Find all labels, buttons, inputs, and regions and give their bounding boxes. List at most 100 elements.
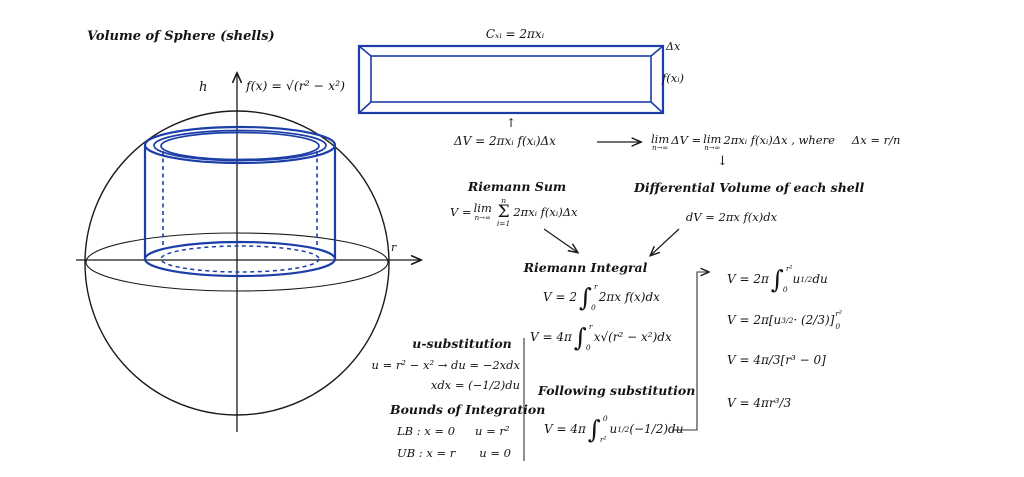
integral-icon: ∫ (770, 264, 784, 294)
box-bevel-top-left (358, 45, 372, 57)
arrow-differential-to-integral (651, 228, 680, 255)
differential-volume-heading: Differential Volume of each shell (634, 180, 865, 195)
evaluation-bounds-stack: r² 0 (835, 310, 842, 330)
shell-top-middle-ellipse (153, 129, 327, 162)
exponent: 1/2 (617, 424, 630, 434)
shell-cylinder (143, 125, 337, 278)
lower-bound-u: u = r² (475, 424, 510, 438)
integral-stack: ∫ r 0 (573, 322, 593, 352)
riemann-integral-formula-2: V = 4π ∫ r 0 x√(r² − x²)dx (530, 322, 672, 352)
lim-subscript: n→∞ (652, 144, 669, 153)
formula-prefix: V = 2π (727, 272, 769, 286)
down-arrow-icon: ↓ (717, 154, 728, 169)
integral-stack: ∫ 0 r² (588, 414, 608, 444)
lim-subscript: n→∞ (704, 144, 721, 153)
shell-bottom-outer-ellipse (143, 240, 337, 278)
box-bevel-bottom-left (358, 101, 372, 114)
box-outer-outline (357, 44, 665, 115)
integral-lower-bound: 0 (585, 342, 591, 352)
box-thickness-label: Δx (666, 40, 681, 53)
limit-eq-left: ΔV = (671, 133, 702, 147)
following-substitution-heading: Following substitution (538, 383, 696, 398)
formula-body: V = 2π[u (727, 313, 782, 327)
formula-body: · (2/3)] (793, 313, 835, 327)
exponent: 1/2 (800, 274, 813, 284)
result-formula-3: V = 4π/3[r³ − 0] (727, 353, 826, 367)
integral-upper-bound: r² (785, 264, 793, 273)
formula-prefix: V = 2 (543, 290, 577, 304)
unrolled-shell-box (357, 44, 665, 115)
box-bevel-top-right (650, 45, 664, 57)
limit-eq-right: 2πxᵢ f(xᵢ)Δx , where (723, 133, 835, 147)
lim-stack: lim n→∞ (703, 133, 721, 152)
lim-stack: lim n→∞ (651, 133, 669, 152)
integral-lower-bound: 0 (782, 284, 788, 294)
integral-icon: ∫ (578, 282, 593, 312)
riemann-integral-formula-1: V = 2 ∫ r 0 2πx f(x)dx (543, 282, 660, 312)
h-axis-label: r (391, 241, 397, 254)
riemann-integral-heading: Riemann Integral (523, 260, 648, 275)
formula-prefix: V = 4π (530, 330, 572, 344)
v-axis-label: h (199, 80, 208, 95)
riemann-sum-heading: Riemann Sum (467, 179, 567, 194)
lim-word: lim (703, 132, 722, 146)
lim-subscript: n→∞ (474, 213, 491, 222)
u-substitution-line-2: xdx = (−1/2)du (430, 378, 520, 392)
delta-x-definition: Δx = r/n (851, 133, 901, 147)
up-arrow-icon: ↑ (506, 116, 517, 130)
integral-icon: ∫ (573, 322, 587, 352)
formula-prefix: V = 4π (544, 422, 586, 436)
evaluation-upper-bound: r² (835, 309, 842, 318)
riemann-sum-formula: V = lim n→∞ n Σ i=1 2πxᵢ f(xᵢ)Δx (450, 197, 578, 227)
sum-body: 2πxᵢ f(xᵢ)Δx (513, 205, 578, 220)
sum-prefix: V = (450, 205, 472, 220)
lim-word: lim (651, 132, 670, 146)
limit-formula: lim n→∞ ΔV = lim n→∞ 2πxᵢ f(xᵢ)Δx , wher… (649, 133, 900, 152)
page-title: Volume of Sphere (shells) (87, 29, 275, 44)
box-circumference-label: Cₓᵢ = 2πxᵢ (485, 27, 545, 41)
box-front-face (370, 55, 652, 103)
shell-top-inner-ellipse (160, 131, 320, 161)
lower-bound-x: LB : x = 0 (397, 424, 456, 438)
formula-body: x√(r² − x²)dx (593, 330, 672, 344)
exponent: 3/2 (781, 315, 794, 325)
sigma-stack: n Σ i=1 (497, 197, 510, 227)
delta-v-formula: ΔV = 2πxᵢ f(xᵢ)Δx (454, 134, 556, 148)
formula-body: u (792, 272, 801, 286)
formula-body: 2πx f(x)dx (598, 290, 660, 304)
sigma-upper-bound: n (501, 196, 507, 205)
formula-body: du (812, 272, 828, 286)
integral-lower-bound: 0 (591, 302, 596, 312)
integral-stack: ∫ r 0 (578, 282, 598, 312)
lower-bound-line: LB : x = 0 u = r² (397, 424, 510, 438)
sigma-icon: Σ (497, 201, 510, 222)
arrow-sum-to-integral (543, 228, 577, 252)
integral-lower-bound: r² (599, 434, 607, 444)
formula-body: u (609, 422, 618, 436)
evaluation-lower-bound: 0 (835, 321, 841, 331)
bounds-of-integration-heading: Bounds of Integration (390, 402, 546, 417)
box-height-label: f(xᵢ) (662, 71, 685, 85)
upper-bound-u: u = 0 (479, 446, 511, 460)
integral-upper-bound: r (594, 282, 598, 291)
result-formula-4: V = 4πr³/3 (727, 396, 792, 410)
shell-bottom-inner-ellipse-hidden (160, 245, 320, 273)
differential-volume-formula: dV = 2πx f(x)dx (685, 210, 778, 224)
integral-icon: ∫ (587, 414, 601, 444)
curve-equation-label: f(x) = √(r² − x²) (246, 78, 346, 93)
sigma-lower-bound: i=1 (496, 218, 511, 228)
u-substitution-line-1: u = r² − x² → du = −2xdx (371, 358, 520, 372)
integral-upper-bound: 0 (602, 414, 608, 423)
formula-body: (−1/2)du (629, 422, 684, 436)
upper-bound-line: UB : x = r u = 0 (397, 446, 511, 460)
lim-word: lim (473, 201, 492, 216)
integral-stack: ∫ r² 0 (770, 264, 793, 294)
connector-substitution-to-result (672, 272, 708, 431)
upper-bound-x: UB : x = r (397, 446, 456, 460)
lim-stack: lim n→∞ (474, 202, 492, 221)
